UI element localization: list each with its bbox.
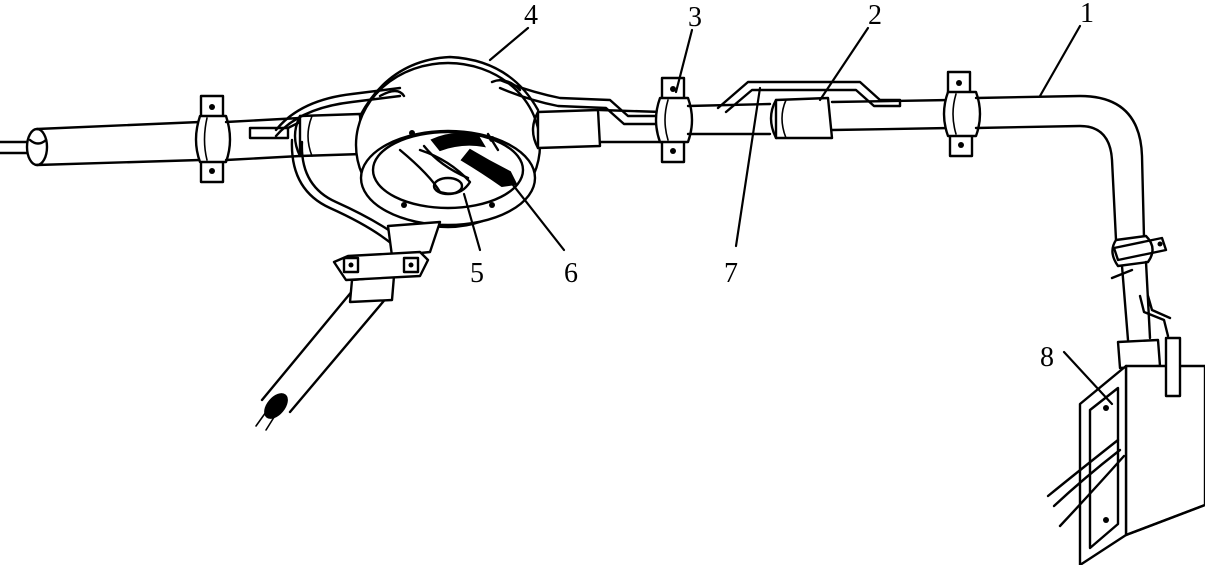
main-conduit: [974, 94, 1172, 342]
callout-4: 4: [524, 0, 538, 31]
callout-2: 2: [868, 0, 882, 31]
pipe-clamp-left: [194, 94, 232, 184]
branch-conduit: [255, 220, 442, 431]
leader-lines: [462, 24, 1114, 406]
pipe-clamp-right: [942, 70, 982, 158]
callout-1: 1: [1080, 0, 1094, 29]
callout-5: 5: [470, 258, 484, 289]
callout-7: 7: [724, 258, 738, 289]
conduit-box-to-clamp3: [531, 108, 664, 150]
callout-labels: 1 2 3 4 5 6 7 8: [470, 0, 1094, 373]
wire-connectors: [398, 132, 518, 196]
callout-8: 8: [1040, 342, 1054, 373]
callout-6: 6: [564, 258, 578, 289]
callout-3: 3: [688, 2, 702, 33]
left-conduit: [0, 120, 202, 167]
outlet-box: [1046, 336, 1205, 565]
conduit-middle: [686, 80, 952, 140]
pipe-clamp-3: [654, 76, 694, 164]
